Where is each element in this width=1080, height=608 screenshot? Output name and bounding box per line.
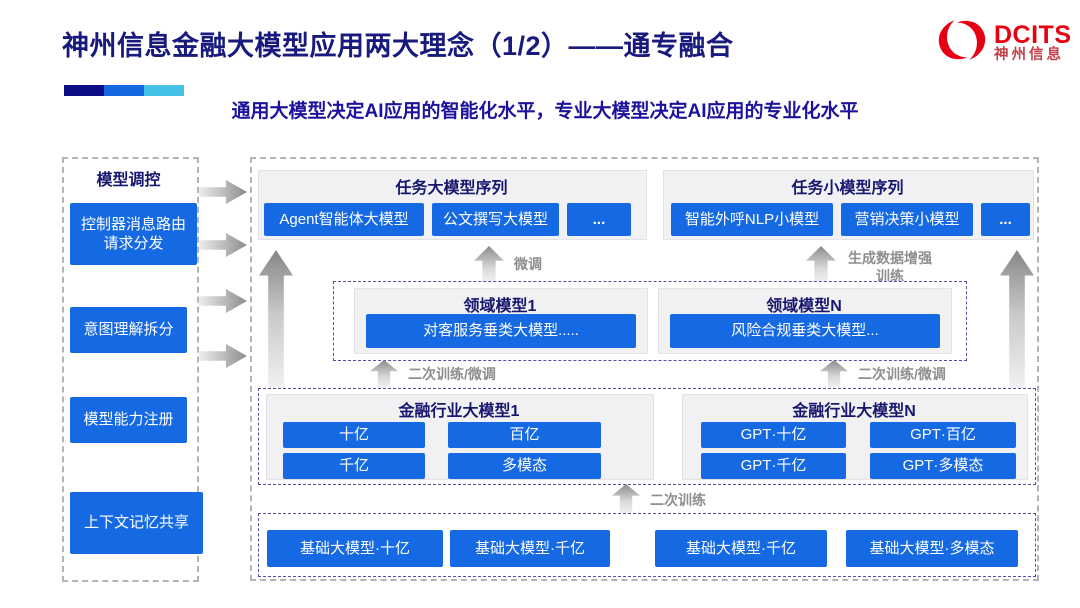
accent-bar-segment bbox=[104, 85, 144, 96]
model-box-agent: Agent智能体大模型 bbox=[264, 203, 424, 236]
main-architecture-panel bbox=[250, 157, 1039, 581]
page-title: 神州信息金融大模型应用两大理念（1/2）——通专融合 bbox=[62, 31, 734, 61]
task-small-title: 任务小模型序列 bbox=[791, 180, 904, 197]
model-box-multimodal: 多模态 bbox=[448, 453, 601, 479]
accent-bar bbox=[64, 85, 184, 96]
gen-data-train-label: 生成数据增强训练 bbox=[848, 250, 932, 285]
model-box-base-multimodal: 基础大模型·多模态 bbox=[846, 530, 1018, 567]
retrain-label: 二次训练 bbox=[650, 492, 706, 508]
sidebar-item-context-memory: 上下文记忆共享 bbox=[70, 492, 203, 554]
accent-bar-segment bbox=[64, 85, 104, 96]
arrow-right-icon bbox=[199, 180, 247, 204]
accent-bar-segment bbox=[144, 85, 184, 96]
retrain-finetune-left-label: 二次训练/微调 bbox=[408, 366, 496, 382]
retrain-finetune-right-label: 二次训练/微调 bbox=[858, 366, 946, 382]
sidebar-item-capability-register: 模型能力注册 bbox=[70, 397, 187, 443]
model-box-document-writing: 公文撰写大模型 bbox=[432, 203, 559, 236]
model-box-base-100b-b: 基础大模型·千亿 bbox=[655, 530, 827, 567]
model-box-risk-compliance: 风险合规垂类大模型... bbox=[670, 314, 940, 348]
model-box-gpt-100b: GPT·千亿 bbox=[701, 453, 846, 479]
arrow-right-icon bbox=[199, 289, 247, 313]
model-box-nlp-outbound: 智能外呼NLP小模型 bbox=[671, 203, 833, 236]
sidebar-title: 模型调控 bbox=[96, 172, 161, 189]
model-box-base-1b: 基础大模型·十亿 bbox=[267, 530, 443, 567]
model-box-ellipsis: ... bbox=[567, 203, 631, 236]
domain-model-n-title: 领域模型N bbox=[766, 298, 842, 315]
domain-model-1-title: 领域模型1 bbox=[463, 298, 537, 315]
task-large-title: 任务大模型序列 bbox=[395, 180, 508, 197]
industry-model-n-title: 金融行业大模型N bbox=[792, 403, 916, 420]
model-box-gpt-1b: GPT·十亿 bbox=[701, 422, 846, 448]
model-box-100b: 千亿 bbox=[283, 453, 425, 479]
sidebar-item-controller-routing: 控制器消息路由请求分发 bbox=[70, 203, 197, 265]
finetune-label: 微调 bbox=[514, 256, 542, 272]
logo-brand-en: DCITS bbox=[994, 20, 1072, 49]
arrow-right-icon bbox=[199, 344, 247, 368]
dcits-swoosh-icon bbox=[936, 16, 988, 69]
model-box-gpt-multimodal: GPT·多模态 bbox=[870, 453, 1016, 479]
arrow-right-icon bbox=[199, 233, 247, 257]
model-box-gpt-10b: GPT·百亿 bbox=[870, 422, 1016, 448]
model-box-1b: 十亿 bbox=[283, 422, 425, 448]
model-box-customer-service: 对客服务垂类大模型..... bbox=[366, 314, 636, 348]
model-box-ellipsis: ... bbox=[981, 203, 1030, 236]
sidebar-item-intent-split: 意图理解拆分 bbox=[70, 307, 187, 353]
model-box-10b: 百亿 bbox=[448, 422, 601, 448]
logo-brand-cn: 神州信息 bbox=[994, 47, 1064, 64]
slide-subtitle: 通用大模型决定AI应用的智能化水平，专业大模型决定AI应用的专业化水平 bbox=[231, 101, 859, 122]
industry-model-1-title: 金融行业大模型1 bbox=[398, 403, 520, 420]
dcits-logo: DCITS 神州信息 bbox=[936, 16, 1072, 69]
model-box-base-100b-a: 基础大模型·千亿 bbox=[450, 530, 610, 567]
model-box-marketing-decision: 营销决策小模型 bbox=[841, 203, 973, 236]
model-control-sidebar bbox=[62, 157, 199, 582]
